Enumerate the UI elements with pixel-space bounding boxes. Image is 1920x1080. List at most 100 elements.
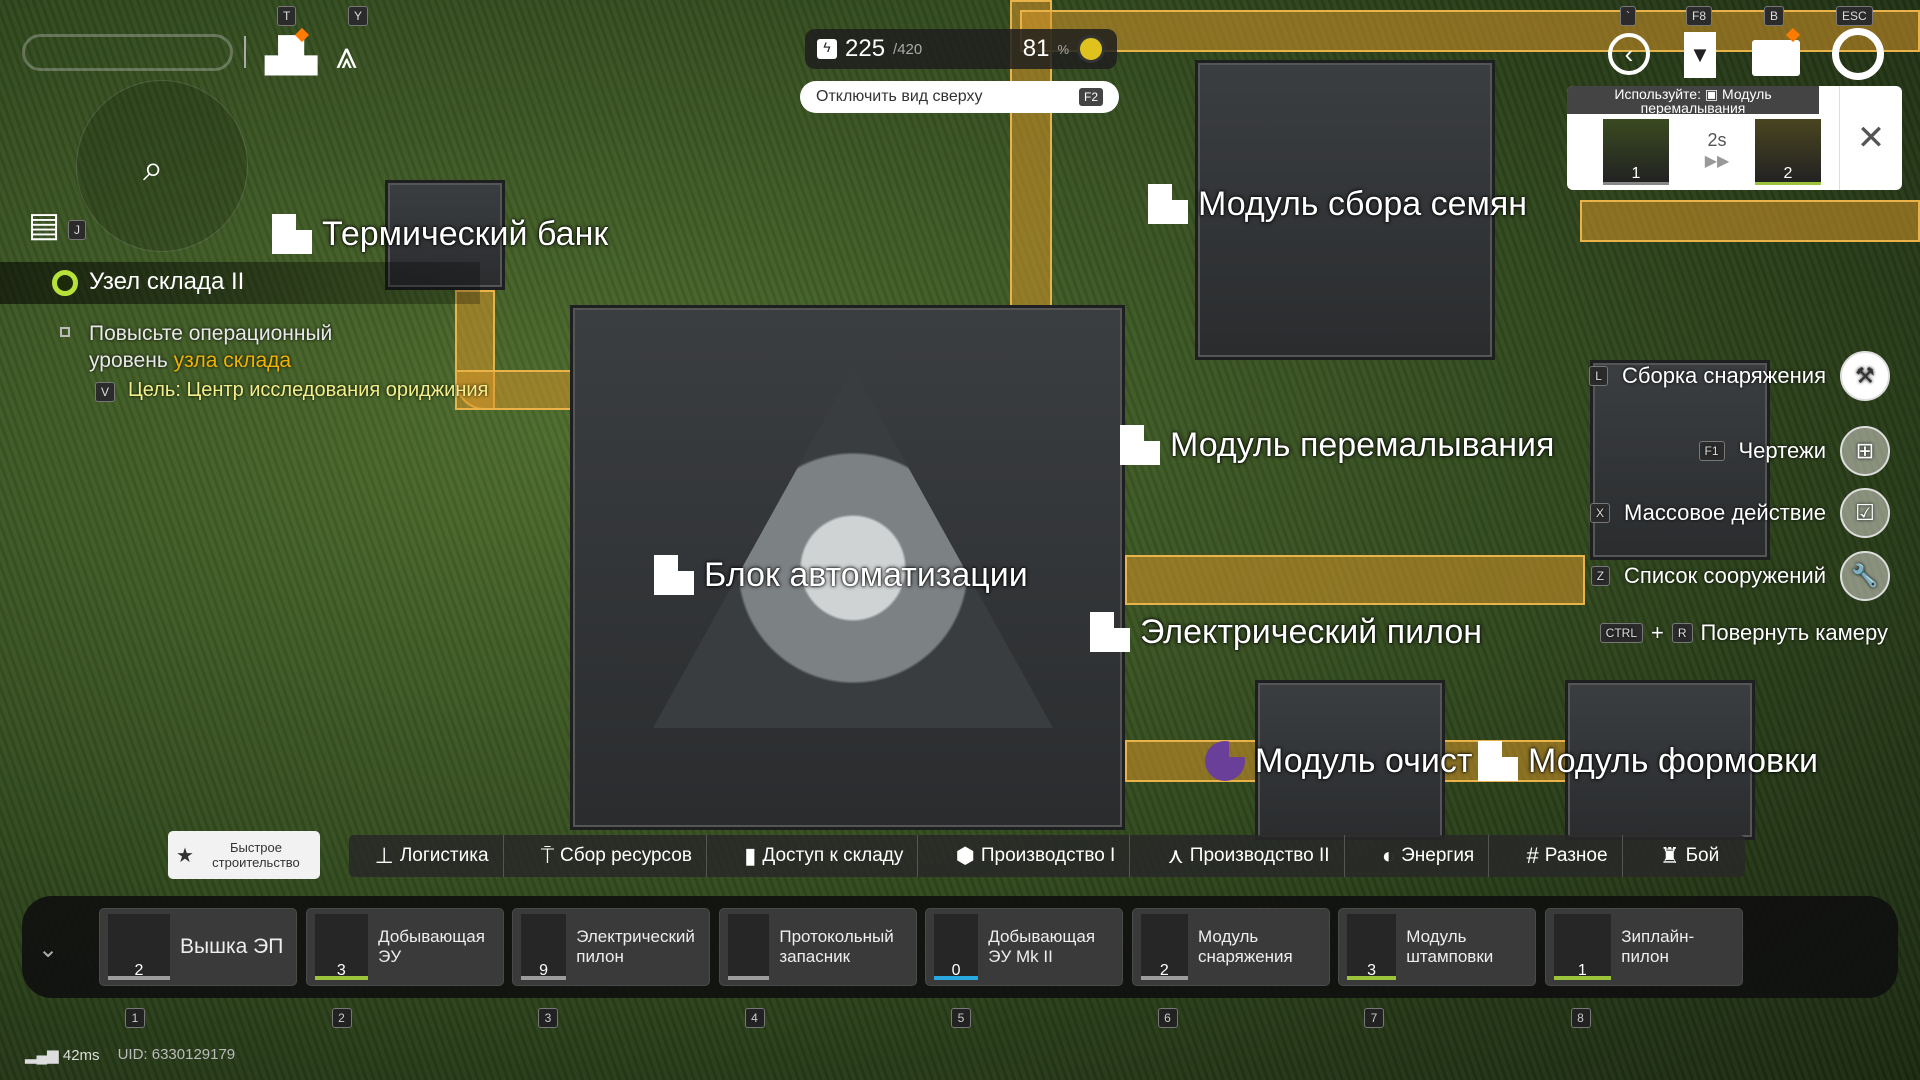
- settings-icon[interactable]: [1832, 28, 1884, 80]
- conveyor-belt: [1125, 555, 1585, 605]
- building-thumbnail: 2: [1140, 914, 1189, 980]
- hotkey-backtick: `: [1620, 6, 1636, 26]
- collapse-hotbar-icon[interactable]: ⌄: [38, 936, 59, 963]
- category-icon: ♜: [1659, 843, 1680, 868]
- category-icon: ⬢: [955, 843, 975, 868]
- cleaning-module-machine[interactable]: [1255, 680, 1445, 840]
- recipe-output-item[interactable]: 2: [1755, 119, 1821, 185]
- tech-tree-icon[interactable]: ▟▙: [265, 37, 318, 75]
- slot-number: 5: [951, 1008, 971, 1028]
- minimap[interactable]: ⌕: [76, 80, 248, 252]
- hotkey-b: B: [1764, 6, 1785, 26]
- recipe-input-item[interactable]: 1: [1603, 119, 1669, 185]
- building-thumbnail: 3: [314, 914, 369, 980]
- hotkey-j: J: [68, 220, 86, 240]
- item-count: 3: [336, 962, 346, 979]
- category-tab[interactable]: ⋏Производство II: [1154, 835, 1345, 877]
- slot-number: 2: [331, 1008, 352, 1028]
- count-bar: [314, 976, 369, 980]
- hotkey-f1: F1: [1698, 441, 1725, 461]
- quest-title-bar[interactable]: Узел склада II: [0, 262, 480, 304]
- inventory-icon[interactable]: [1752, 40, 1800, 76]
- category-tab[interactable]: #Разное: [1513, 835, 1623, 877]
- building-thumbnail: 9: [521, 914, 567, 980]
- automation-block-machine[interactable]: [570, 305, 1125, 830]
- grinding-module-machine[interactable]: [1590, 360, 1770, 560]
- category-label: Разное: [1544, 845, 1608, 866]
- toggle-top-view-button[interactable]: Отключить вид сверху F2: [800, 81, 1119, 113]
- back-icon[interactable]: ‹: [1608, 33, 1650, 75]
- building-thumbnail: [727, 914, 770, 980]
- molding-module-machine[interactable]: [1565, 680, 1755, 840]
- quest-title: Узел склада II: [89, 268, 245, 295]
- building-label-cleaning-module[interactable]: Модуль очист: [1205, 741, 1472, 781]
- seed-module-machine[interactable]: [1195, 60, 1495, 360]
- slot-number: 6: [1157, 1008, 1178, 1028]
- slot-number: 7: [1364, 1008, 1384, 1028]
- category-tab[interactable]: ▮Доступ к складу: [730, 835, 919, 877]
- menu-label: Сборка снаряжения: [1621, 363, 1826, 388]
- hotbar-slot[interactable]: Протокольный запасник: [718, 908, 917, 986]
- category-icon: ⋏: [1167, 843, 1184, 868]
- item-count: 9: [539, 962, 549, 979]
- signal-icon: ▂▄▆: [25, 1047, 63, 1064]
- category-label: Доступ к складу: [762, 845, 904, 866]
- building-label-molding-module[interactable]: Модуль формовки: [1478, 741, 1818, 781]
- building-name: Добывающая ЭУ: [378, 927, 485, 966]
- output-count: 2: [1783, 165, 1793, 182]
- region-name-pill: [22, 34, 233, 71]
- hotkey-f2: F2: [1078, 88, 1103, 106]
- category-tab[interactable]: ⬢Производство I: [942, 835, 1131, 877]
- building-label-grinding-module[interactable]: Модуль перемалывания: [1120, 425, 1554, 465]
- building-name: Модуль снаряжения: [1198, 927, 1293, 966]
- building-thumbnail: 1: [1553, 914, 1612, 980]
- category-label: Энергия: [1401, 845, 1475, 866]
- building-label-automation-block[interactable]: Блок автоматизации: [654, 555, 1028, 595]
- building-label-seed-module[interactable]: Модуль сбора семян: [1148, 184, 1527, 224]
- category-icon: ⊥: [374, 843, 394, 868]
- objective-line2: уровень: [89, 349, 174, 372]
- uid: UID: 6330129179: [117, 1046, 236, 1063]
- blueprint-clipboard-icon[interactable]: ▼: [1684, 32, 1716, 78]
- grinding-module-icon: [1120, 425, 1160, 465]
- recipe-time-value: 2s: [1707, 130, 1727, 150]
- category-tab[interactable]: ◐Энергия: [1368, 835, 1490, 877]
- objective-line1: Повысьте операционный: [89, 322, 333, 345]
- quest-goal[interactable]: Цель: Центр исследования ориджиния: [128, 379, 489, 401]
- item-count: 3: [1367, 962, 1377, 979]
- quick-build-button[interactable]: ★ Быстрое строительство: [168, 831, 320, 879]
- close-recipe-icon[interactable]: ✕: [1839, 86, 1902, 190]
- building-label-thermal-bank[interactable]: Термический банк: [272, 214, 608, 254]
- hotbar-slot[interactable]: 3 Добывающая ЭУ: [305, 908, 504, 986]
- pylon-icon: [1090, 612, 1130, 652]
- building-thumbnail: 2: [108, 914, 170, 980]
- category-tab[interactable]: ⍑Сбор ресурсов: [527, 835, 707, 877]
- recipe-module-name: Модуль перемалывания: [1640, 86, 1772, 116]
- count-bar: [108, 976, 170, 980]
- category-tab[interactable]: ♜Бой: [1646, 835, 1733, 877]
- quest-log-icon[interactable]: ▤: [28, 206, 61, 244]
- upgrade-icon[interactable]: ⩓: [336, 35, 358, 77]
- hotkey-r: R: [1671, 623, 1693, 643]
- category-tab[interactable]: ⊥Логистика: [361, 835, 504, 877]
- map-search-icon[interactable]: ⌕: [143, 147, 164, 188]
- recipe-panel: Используйте: ▣ Модуль перемалывания 1 2s…: [1567, 86, 1902, 190]
- toggle-top-view-label: Отключить вид сверху: [816, 88, 983, 105]
- building-label-electric-pylon[interactable]: Электрический пилон: [1090, 612, 1482, 652]
- hotkey-v: V: [95, 382, 116, 402]
- hotkey-z: Z: [1590, 566, 1611, 586]
- slot-number: 4: [744, 1008, 765, 1028]
- power-current: 225: [845, 35, 886, 62]
- gear-assembly-icon: ⚒: [1840, 351, 1890, 401]
- menu-label: Список сооружений: [1624, 563, 1826, 588]
